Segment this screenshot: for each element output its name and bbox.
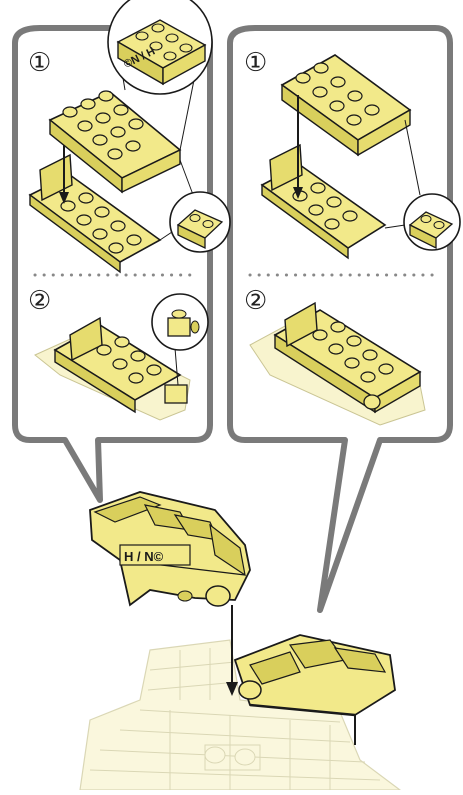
zoom-bubble-icon <box>384 119 461 251</box>
faded-base-model <box>79 639 402 791</box>
main-brick-stamp: H / N© <box>124 549 164 564</box>
right-step1-bottom-piece <box>260 143 387 260</box>
right-step1-number: ① <box>244 48 268 78</box>
right-step1-top-plate <box>280 54 412 157</box>
zoom-bubble-icon <box>151 293 209 386</box>
down-arrow-icon <box>59 145 69 204</box>
left-step2-number: ② <box>28 286 52 316</box>
zoom-bubble-icon <box>159 159 231 253</box>
left-step1-top-plate <box>48 90 182 194</box>
down-arrow-icon <box>293 95 303 199</box>
left-step2-assembly <box>34 316 191 421</box>
right-step2-number: ② <box>244 286 268 316</box>
attached-subassembly <box>233 634 396 745</box>
right-step2-assembly <box>249 301 426 426</box>
zoom-bubble-icon <box>107 0 213 151</box>
left-step1-number: ① <box>28 48 52 78</box>
main-new-assembly <box>89 491 251 607</box>
down-arrow-icon <box>226 605 238 696</box>
